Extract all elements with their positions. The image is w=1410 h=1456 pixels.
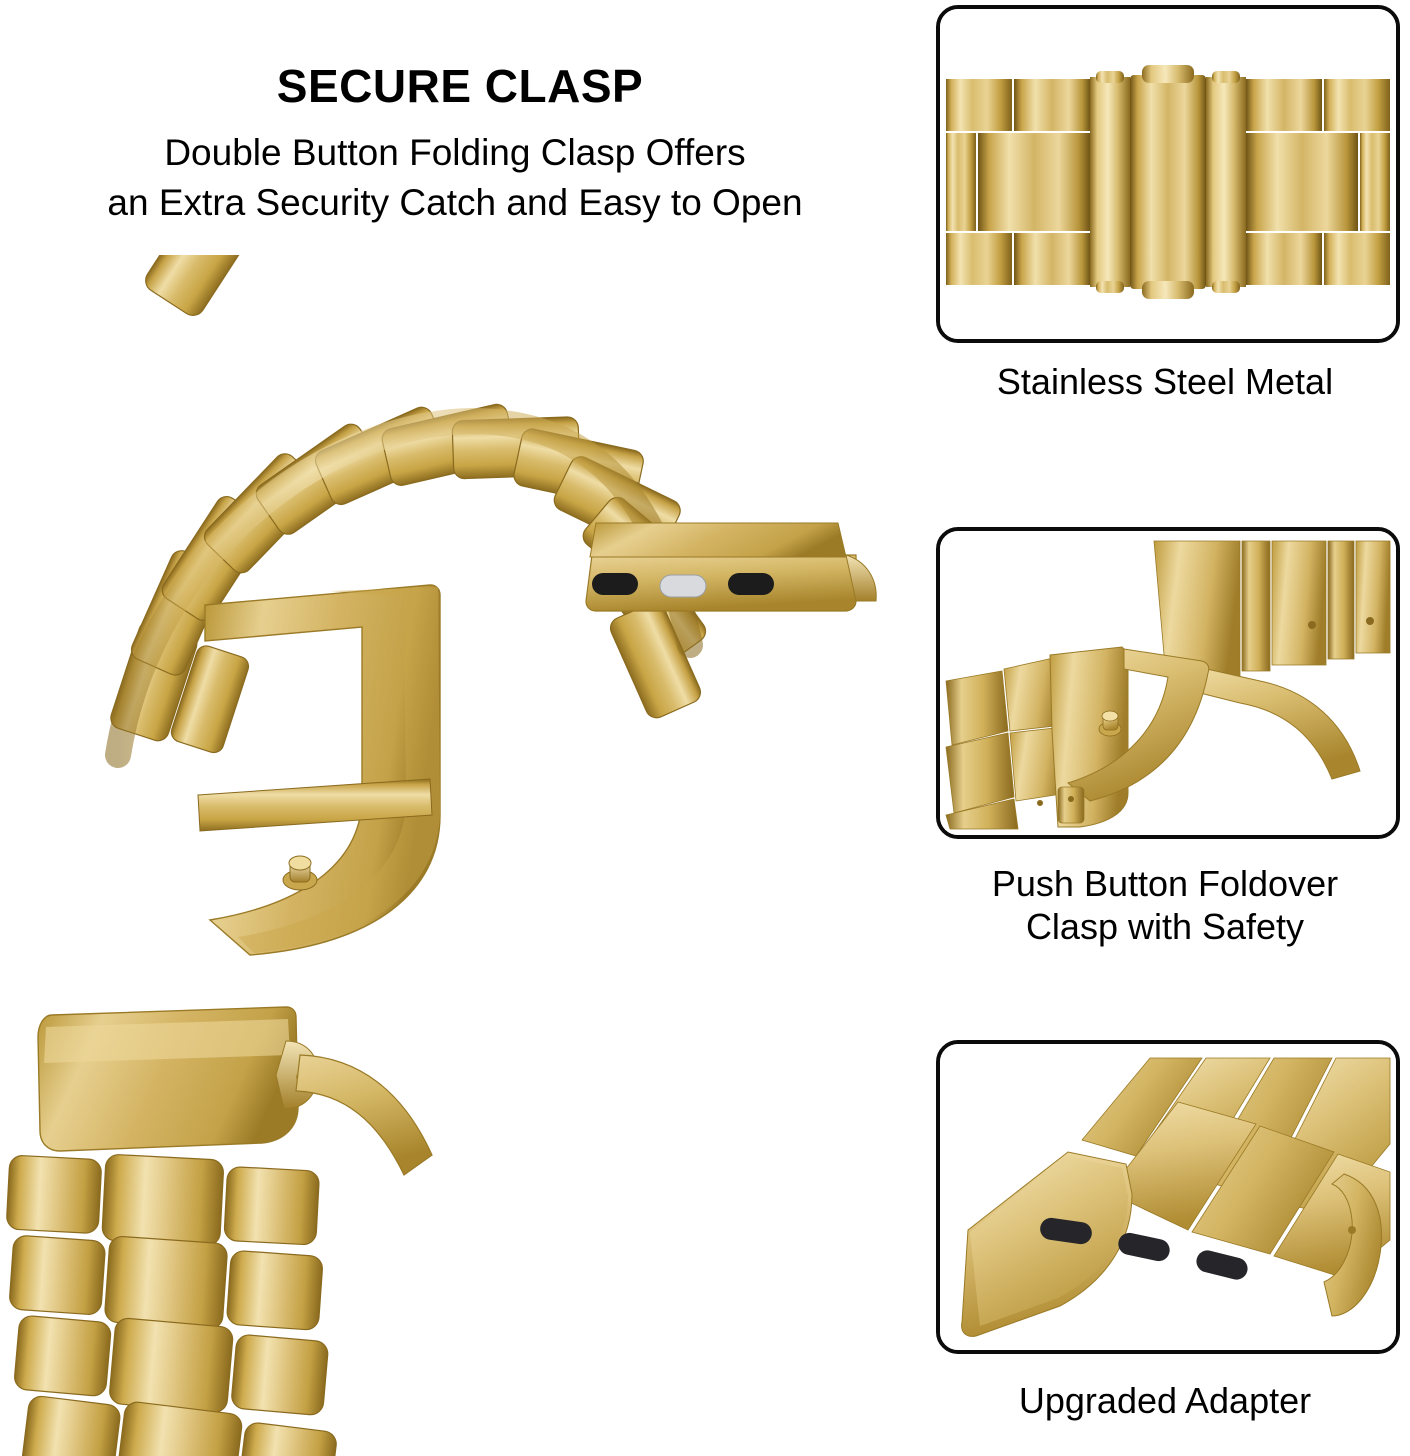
left-content-column: SECURE CLASP Double Button Folding Clasp… (0, 59, 920, 1456)
right-feature-column: Stainless Steel Metal (920, 0, 1410, 1456)
clasp-push-button (1098, 710, 1122, 737)
adapter-pad-1 (1040, 1217, 1092, 1245)
clasp-blade (204, 584, 441, 956)
adapter-pad-black-left (592, 573, 638, 595)
adapter-pad-black-right (728, 573, 774, 595)
subtitle-line-1: Double Button Folding Clasp Offers (164, 132, 746, 173)
caption-line-1: Upgraded Adapter (1018, 1380, 1312, 1421)
caption-line-1: Stainless Steel Metal (996, 361, 1334, 402)
bracelet-links-closeup-illustration (940, 9, 1396, 339)
open-foldover-clasp-illustration (940, 531, 1396, 835)
feature-panel-3-caption: Upgraded Adapter (920, 1379, 1410, 1422)
hero-lower-clasp-leaf (37, 1006, 433, 1176)
push-button-stud (282, 855, 318, 891)
adapter-black-pads (1040, 1217, 1248, 1280)
feature-panel-3-frame (936, 1040, 1400, 1354)
hero-lower-band (6, 1154, 337, 1456)
hero-clasp-plate (197, 584, 441, 956)
feature-panel-1-caption: Stainless Steel Metal (920, 360, 1410, 403)
adapter-pad-2 (1118, 1232, 1170, 1262)
adapter-pad-silver (659, 574, 707, 598)
hero-upper-adapter (585, 522, 877, 612)
subtitle-line-2: an Extra Security Catch and Easy to Open (107, 182, 803, 224)
page-subtitle: Double Button Folding Clasp Offers an Ex… (0, 128, 920, 229)
hero-watch-band-illustration (6, 255, 877, 1456)
upgraded-adapter-illustration (940, 1044, 1396, 1350)
caption-line-1: Push Button Foldover (991, 863, 1339, 904)
feature-panel-2-frame (936, 527, 1400, 839)
page-title: SECURE CLASP (276, 59, 644, 112)
feature-panel-1-frame (936, 5, 1400, 343)
caption-line-2: Clasp with Safety (1025, 906, 1305, 948)
hero-product-image (0, 255, 920, 1456)
adapter-pad-3 (1196, 1250, 1248, 1280)
feature-panel-2-caption: Push Button Foldover Clasp with Safety (920, 862, 1410, 948)
